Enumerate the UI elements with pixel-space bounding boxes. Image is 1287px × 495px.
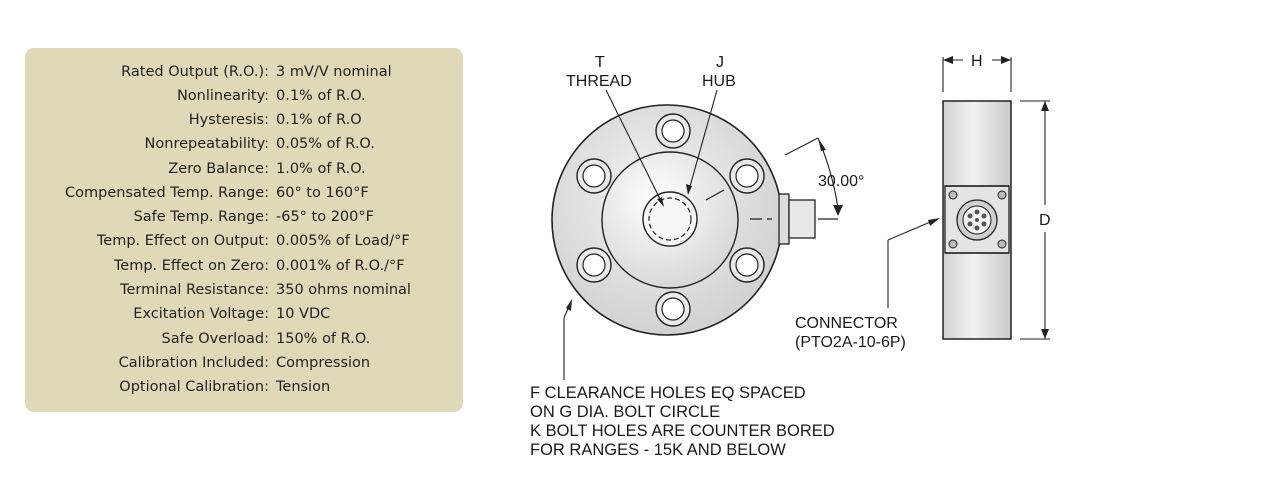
spec-label: Hysteresis: bbox=[188, 112, 269, 128]
spec-value: 150% of R.O. bbox=[276, 331, 371, 347]
spec-row: Safe Temp. Range: -65° to 200°F bbox=[25, 205, 463, 229]
spec-value: 3 mV/V nominal bbox=[276, 64, 392, 80]
spec-label: Nonrepeatability: bbox=[144, 136, 269, 152]
spec-value: 0.1% of R.O. bbox=[276, 88, 366, 104]
note-line: FOR RANGES - 15K AND BELOW bbox=[530, 441, 786, 459]
spec-value: 0.05% of R.O. bbox=[276, 136, 375, 152]
spec-label: Nonlinearity: bbox=[176, 88, 269, 104]
spec-label: Optional Calibration: bbox=[119, 379, 269, 395]
note-line: ON G DIA. BOLT CIRCLE bbox=[530, 403, 721, 421]
spec-row: Excitation Voltage: 10 VDC bbox=[25, 302, 463, 326]
angle-label: 30.00° bbox=[818, 173, 864, 190]
side-view bbox=[887, 56, 1050, 340]
bolt-hole bbox=[729, 247, 765, 283]
h-label: H bbox=[971, 53, 983, 70]
spec-row: Nonrepeatability: 0.05% of R.O. bbox=[25, 132, 463, 156]
front-view bbox=[551, 89, 843, 380]
bolt-hole bbox=[655, 291, 691, 327]
spec-value: Tension bbox=[276, 379, 331, 395]
spec-row: Nonlinearity: 0.1% of R.O. bbox=[25, 84, 463, 108]
specifications-panel: Rated Output (R.O.): 3 mV/V nominal Nonli… bbox=[25, 48, 463, 412]
spec-row: Terminal Resistance: 350 ohms nominal bbox=[25, 278, 463, 302]
spec-value: 10 VDC bbox=[276, 306, 331, 322]
note-line: K BOLT HOLES ARE COUNTER BORED bbox=[530, 422, 835, 440]
spec-value: Compression bbox=[276, 355, 371, 371]
spec-label: Zero Balance: bbox=[168, 161, 269, 177]
spec-row: Safe Overload: 150% of R.O. bbox=[25, 327, 463, 351]
connector-stub bbox=[778, 193, 816, 245]
spec-label: Safe Temp. Range: bbox=[133, 209, 269, 225]
spec-row: Temp. Effect on Zero: 0.001% of R.O./°F bbox=[25, 254, 463, 278]
hub bbox=[642, 191, 698, 247]
spec-row: Temp. Effect on Output: 0.005% of Load/°F bbox=[25, 229, 463, 253]
spec-value: 350 ohms nominal bbox=[276, 282, 411, 298]
spec-row: Calibration Included: Compression bbox=[25, 351, 463, 375]
t-label: T bbox=[595, 54, 605, 71]
spec-row: Hysteresis: 0.1% of R.O bbox=[25, 108, 463, 132]
spec-row: Optional Calibration: Tension bbox=[25, 375, 463, 399]
spec-value: 0.1% of R.O bbox=[276, 112, 362, 128]
d-label: D bbox=[1039, 212, 1051, 229]
bolt-hole bbox=[576, 158, 612, 194]
thread-label: THREAD bbox=[566, 73, 632, 90]
spec-label: Compensated Temp. Range: bbox=[65, 185, 269, 201]
spec-row: Zero Balance: 1.0% of R.O. bbox=[25, 157, 463, 181]
bolt-hole bbox=[576, 247, 612, 283]
j-label: J bbox=[716, 54, 724, 71]
spec-value: 60° to 160°F bbox=[276, 185, 369, 201]
spec-label: Excitation Voltage: bbox=[133, 306, 269, 322]
spec-label: Safe Overload: bbox=[161, 331, 269, 347]
spec-value: 0.001% of R.O./°F bbox=[276, 258, 405, 274]
connector-model: (PTO2A-10-6P) bbox=[795, 334, 906, 351]
spec-label: Rated Output (R.O.): bbox=[121, 64, 269, 80]
spec-row: Rated Output (R.O.): 3 mV/V nominal bbox=[25, 60, 463, 84]
spec-label: Temp. Effect on Output: bbox=[96, 233, 269, 249]
spec-value: 1.0% of R.O. bbox=[276, 161, 366, 177]
bolt-hole bbox=[655, 113, 691, 149]
hub-label: HUB bbox=[702, 73, 736, 90]
spec-label: Terminal Resistance: bbox=[120, 282, 269, 298]
spec-label: Calibration Included: bbox=[118, 355, 269, 371]
note-line: F CLEARANCE HOLES EQ SPACED bbox=[530, 384, 806, 402]
spec-value: -65° to 200°F bbox=[276, 209, 374, 225]
spec-row: Compensated Temp. Range: 60° to 160°F bbox=[25, 181, 463, 205]
connector-label: CONNECTOR bbox=[795, 315, 898, 332]
bolt-holes bbox=[576, 113, 765, 327]
spec-value: 0.005% of Load/°F bbox=[276, 233, 410, 249]
bolt-hole bbox=[729, 158, 765, 194]
thread-circle bbox=[648, 197, 692, 241]
spec-label: Temp. Effect on Zero: bbox=[113, 258, 269, 274]
